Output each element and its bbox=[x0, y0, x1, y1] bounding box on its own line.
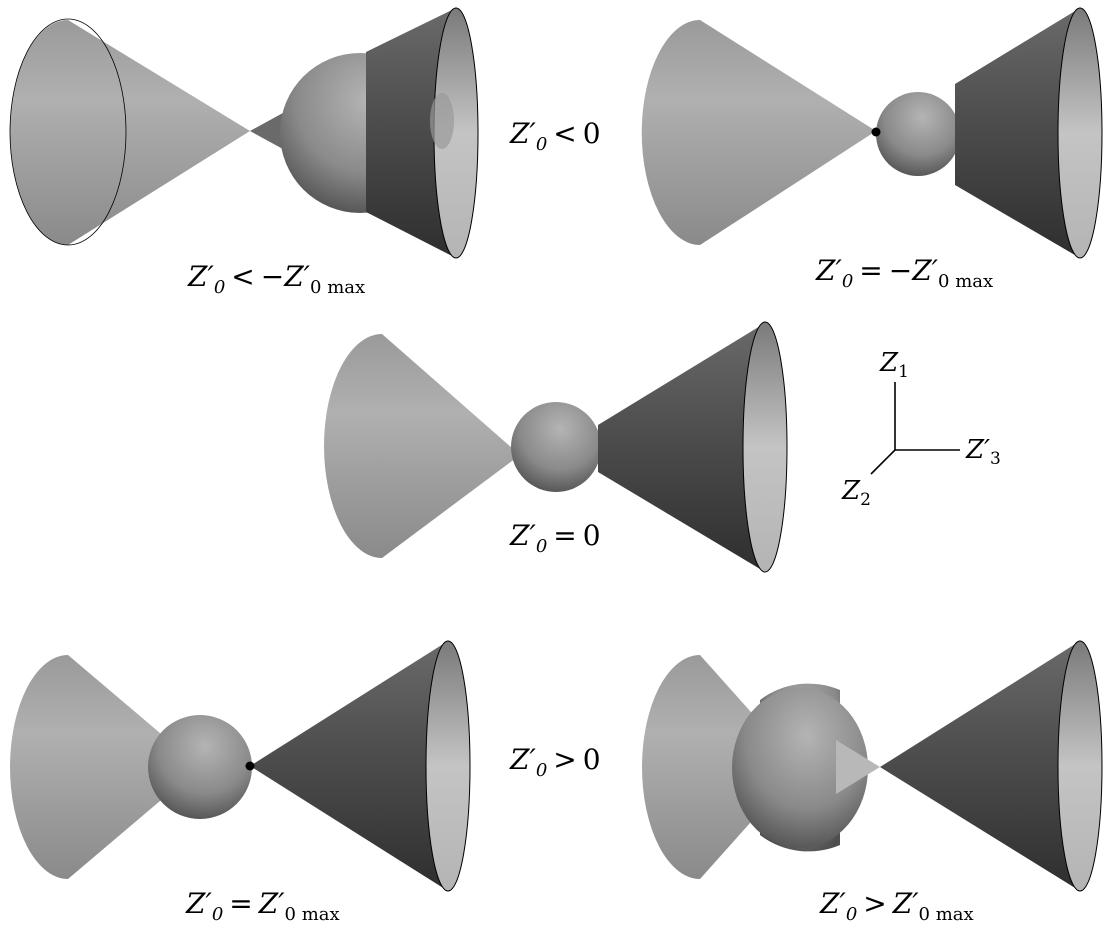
panel-5-label: Z′0>Z′0 max bbox=[820, 887, 974, 925]
right-cone bbox=[880, 641, 1102, 891]
left-cone bbox=[10, 655, 200, 879]
axis-z3-label: Z′3 bbox=[966, 435, 1001, 469]
panel-1-label: Z′0<−Z′0 max bbox=[188, 260, 366, 298]
right-cone-opening bbox=[742, 321, 788, 573]
panel-3-label: Z′0=0 bbox=[510, 519, 601, 557]
right-cone bbox=[250, 641, 470, 891]
right-cone-opening bbox=[425, 640, 471, 892]
contact-point bbox=[245, 761, 255, 771]
left-cone bbox=[324, 334, 520, 558]
axis-triad bbox=[870, 382, 960, 475]
axis-z1-label: Z1 bbox=[880, 348, 909, 382]
panel-2-label: Z′0=−Z′0 max bbox=[816, 254, 994, 292]
panel-4-label: Z′0=Z′0 max bbox=[186, 887, 340, 925]
left-cone bbox=[642, 655, 800, 879]
surface-panel-1 bbox=[9, 7, 479, 259]
surface-panel-2 bbox=[641, 7, 1103, 259]
sphere bbox=[876, 92, 960, 176]
axis-z2-line bbox=[870, 449, 896, 475]
right-cone-opening bbox=[1057, 640, 1103, 892]
left-cone-rim bbox=[9, 18, 127, 246]
surface-panel-5 bbox=[642, 640, 1103, 892]
sphere bbox=[148, 715, 252, 819]
surface-panel-4 bbox=[10, 640, 471, 892]
sphere bbox=[511, 402, 601, 492]
row-label-negative: Z′0<0 bbox=[510, 117, 601, 155]
right-cone-opening bbox=[1057, 7, 1103, 259]
right-cone bbox=[598, 323, 786, 572]
left-cone bbox=[9, 20, 251, 245]
sphere-front bbox=[732, 688, 868, 848]
small-inner-cone bbox=[836, 740, 880, 794]
axis-z2-label: Z2 bbox=[842, 476, 871, 510]
surface-panel-3 bbox=[324, 321, 788, 573]
left-cone bbox=[641, 20, 876, 245]
row-label-positive: Z′0>0 bbox=[510, 743, 601, 781]
sphere-inner-highlight bbox=[430, 93, 454, 149]
contact-point bbox=[871, 127, 881, 137]
